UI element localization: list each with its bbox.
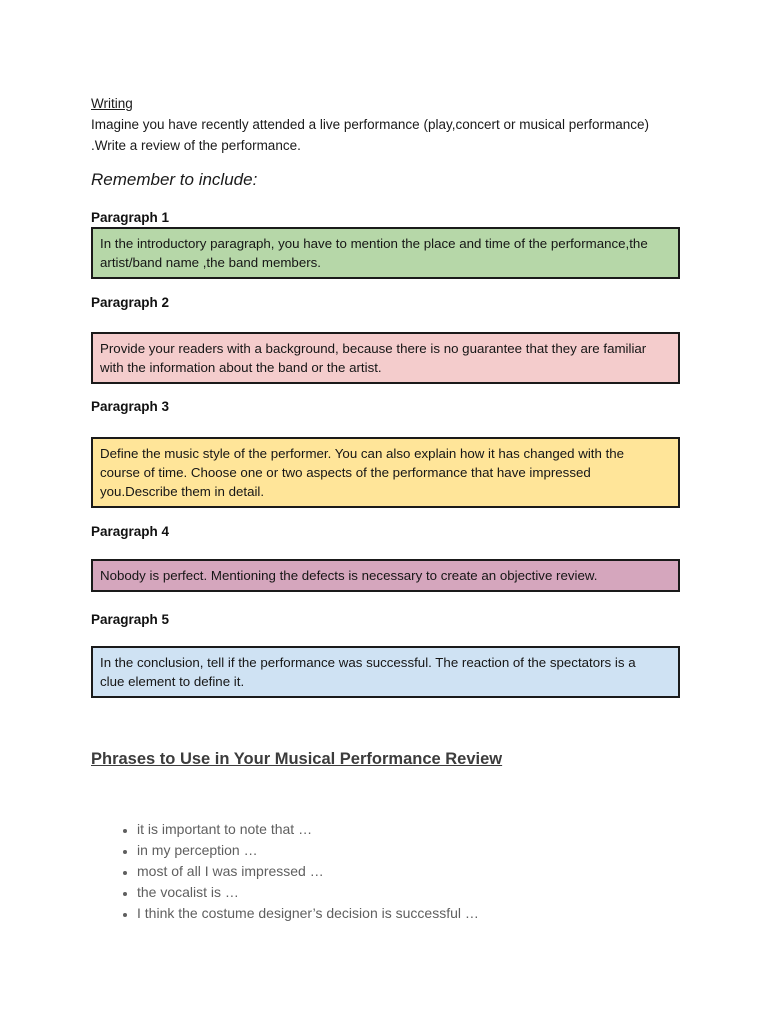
- paragraph-1-section: Paragraph 1 In the introductory paragrap…: [91, 210, 680, 279]
- paragraph-5-label: Paragraph 5: [91, 612, 170, 627]
- writing-heading: Writing: [91, 96, 133, 111]
- paragraph-2-box: Provide your readers with a background, …: [91, 332, 680, 384]
- paragraph-3-section: Paragraph 3 Define the music style of th…: [91, 399, 680, 508]
- remember-note: Remember to include:: [91, 170, 258, 189]
- paragraph-5-box: In the conclusion, tell if the performan…: [91, 646, 680, 698]
- paragraph-3-box: Define the music style of the performer.…: [91, 437, 680, 508]
- paragraph-1-box: In the introductory paragraph, you have …: [91, 227, 680, 279]
- paragraph-4-box: Nobody is perfect. Mentioning the defect…: [91, 559, 680, 592]
- paragraph-4-section: Paragraph 4 Nobody is perfect. Mentionin…: [91, 524, 680, 592]
- paragraph-2-section: Paragraph 2 Provide your readers with a …: [91, 295, 680, 384]
- paragraph-3-label: Paragraph 3: [91, 399, 170, 414]
- paragraph-1-label: Paragraph 1: [91, 210, 170, 225]
- paragraph-4-label: Paragraph 4: [91, 524, 170, 539]
- phrase-item: the vocalist is …: [137, 882, 679, 903]
- phrases-list: it is important to note that … in my per…: [91, 819, 679, 924]
- phrases-heading: Phrases to Use in Your Musical Performan…: [91, 750, 503, 768]
- phrase-item: most of all I was impressed …: [137, 861, 679, 882]
- intro-text: Imagine you have recently attended a liv…: [91, 117, 650, 153]
- phrase-item: in my perception …: [137, 840, 679, 861]
- phrase-item: it is important to note that …: [137, 819, 679, 840]
- paragraph-5-section: Paragraph 5 In the conclusion, tell if t…: [91, 612, 680, 698]
- phrase-item: I think the costume designer’s decision …: [137, 903, 679, 924]
- paragraph-2-label: Paragraph 2: [91, 295, 170, 310]
